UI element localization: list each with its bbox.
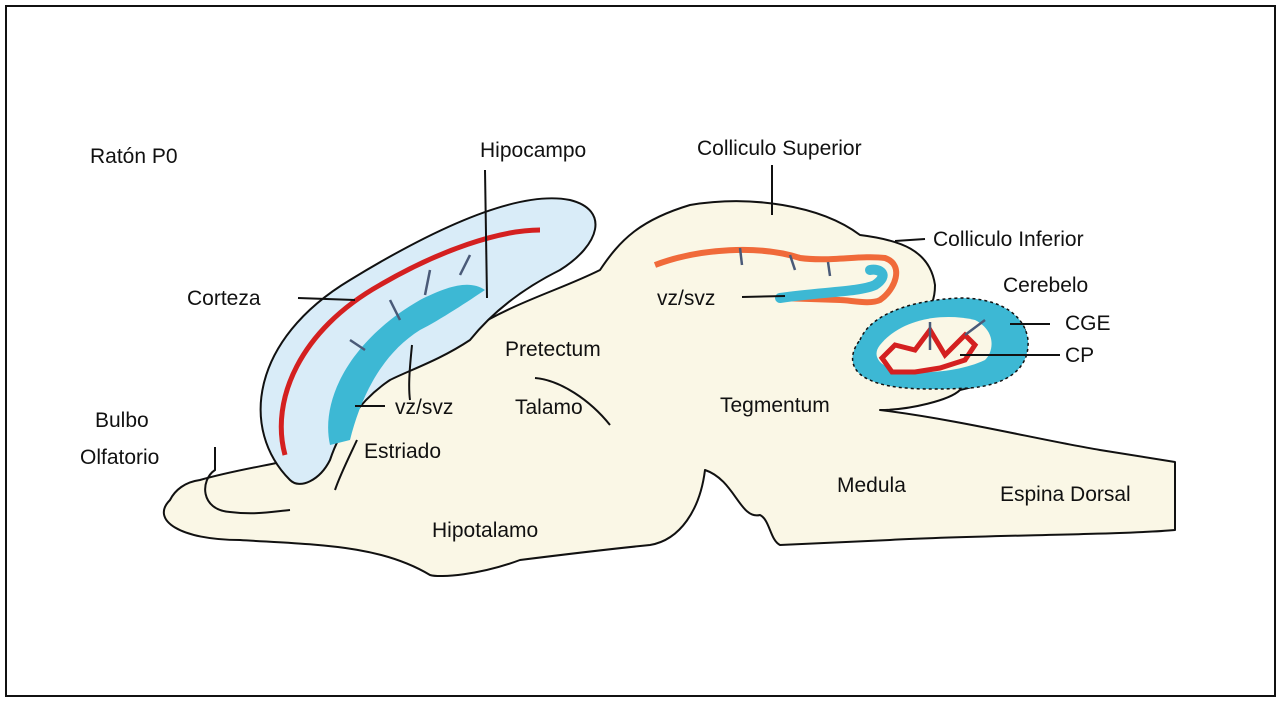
- label-vz-svz-left: vz/svz: [395, 396, 453, 419]
- label-pretectum: Pretectum: [505, 338, 601, 361]
- label-talamo: Talamo: [515, 396, 583, 419]
- leader-vz-svz-mid: [742, 296, 785, 297]
- label-vz-svz-mid: vz/svz: [657, 287, 715, 310]
- label-hipotalamo: Hipotalamo: [432, 519, 538, 542]
- label-title: Ratón P0: [90, 145, 178, 168]
- label-medula: Medula: [837, 474, 906, 497]
- label-tegmentum: Tegmentum: [720, 394, 830, 417]
- label-corteza: Corteza: [187, 287, 261, 310]
- label-cge: CGE: [1065, 312, 1111, 335]
- label-cerebelo: Cerebelo: [1003, 274, 1088, 297]
- label-bulbo: Bulbo: [95, 409, 149, 432]
- label-colliculo-inferior: Colliculo Inferior: [933, 228, 1084, 251]
- label-olfatorio: Olfatorio: [80, 446, 159, 469]
- label-cp: CP: [1065, 344, 1094, 367]
- label-espina-dorsal: Espina Dorsal: [1000, 483, 1131, 506]
- label-colliculo-superior: Colliculo Superior: [697, 137, 862, 160]
- label-estriado: Estriado: [364, 440, 441, 463]
- label-hipocampo: Hipocampo: [480, 139, 586, 162]
